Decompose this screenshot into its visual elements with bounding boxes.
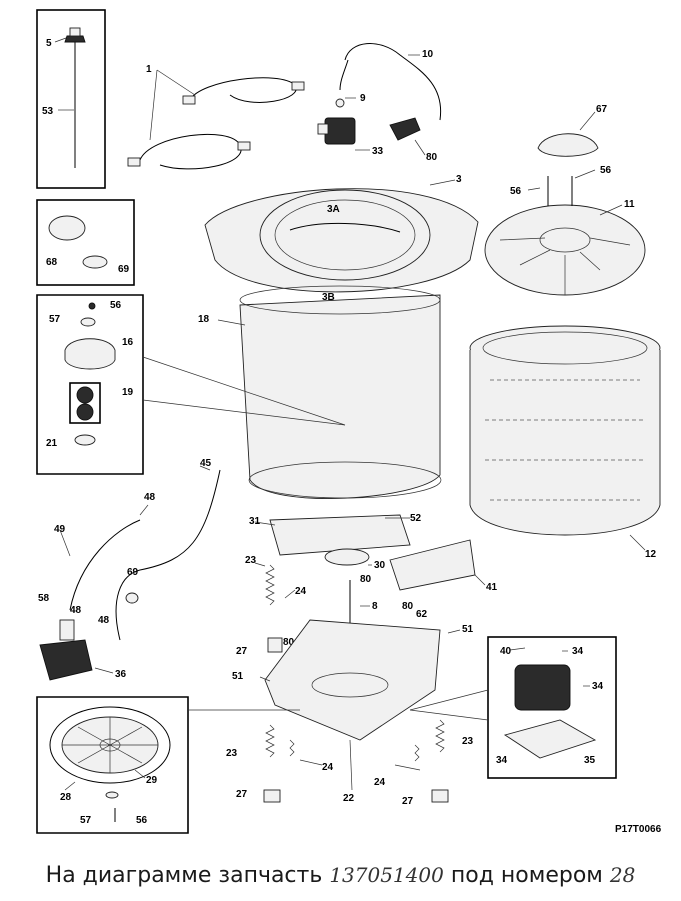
callout-3a: 3A <box>327 204 340 215</box>
pulley-part-29 <box>61 716 159 774</box>
callout-45: 45 <box>200 458 212 469</box>
callout-49: 49 <box>54 524 66 535</box>
callout-30: 30 <box>374 560 386 571</box>
callout-56-bearing: 56 <box>110 300 122 311</box>
callout-57-bearing: 57 <box>49 314 61 325</box>
inlet-hoses <box>127 77 305 170</box>
callout-56-hub-left: 56 <box>510 186 522 197</box>
callout-48-mid: 48 <box>70 605 82 616</box>
cap-67-part <box>537 133 599 157</box>
caption-prefix: На диаграмме запчасть <box>45 863 323 888</box>
callout-56-pulley: 56 <box>136 815 148 826</box>
callout-52: 52 <box>410 513 422 524</box>
callout-80-left: 80 <box>283 637 295 648</box>
outer-tub-part <box>239 285 442 499</box>
callout-24-lower-left: 24 <box>322 762 334 773</box>
callout-36: 36 <box>115 669 127 680</box>
callout-1: 1 <box>146 64 152 75</box>
callout-23-top: 23 <box>245 555 257 566</box>
callout-48-top: 48 <box>144 492 156 503</box>
callout-29: 29 <box>146 775 158 786</box>
callout-10: 10 <box>422 49 434 60</box>
callout-27-top: 27 <box>236 646 248 657</box>
water-valve-part <box>317 117 356 145</box>
callout-53: 53 <box>42 106 54 117</box>
callout-5: 5 <box>46 38 52 49</box>
tub-mount-part <box>269 514 411 556</box>
callout-80: 80 <box>426 152 438 163</box>
callout-33: 33 <box>372 146 384 157</box>
callout-69-hose: 69 <box>127 567 139 578</box>
callout-24-top: 24 <box>295 586 307 597</box>
callout-28: 28 <box>60 792 72 803</box>
pulley-30-part <box>324 548 370 566</box>
callout-35: 35 <box>584 755 596 766</box>
callout-62: 62 <box>416 609 428 620</box>
callout-16: 16 <box>122 337 134 348</box>
tub-cover-part <box>204 188 479 293</box>
callout-12: 12 <box>645 549 657 560</box>
callout-31: 31 <box>249 516 261 527</box>
callout-18: 18 <box>198 314 210 325</box>
callout-8: 8 <box>372 601 378 612</box>
callout-40: 40 <box>500 646 512 657</box>
callout-23-lower-right: 23 <box>462 736 474 747</box>
callout-57-pulley: 57 <box>80 815 92 826</box>
callout-34-bottom: 34 <box>496 755 508 766</box>
callout-56-hub-right: 56 <box>600 165 612 176</box>
agitator-hub-part <box>484 204 646 296</box>
exploded-parts-diagram: 5 53 1 10 9 33 80 68 69 3 3A 3B <box>36 9 662 835</box>
caption-item-number: 28 <box>609 863 636 887</box>
callout-68: 68 <box>46 257 58 268</box>
callout-21: 21 <box>46 438 58 449</box>
callout-69: 69 <box>118 264 130 275</box>
inset-seal-clamp <box>36 199 135 286</box>
callout-9: 9 <box>360 93 366 104</box>
callout-80-shaft: 80 <box>360 574 372 585</box>
belt-part-28 <box>49 706 171 784</box>
callout-51-right: 51 <box>462 624 474 635</box>
callout-24-lower-right: 24 <box>374 777 386 788</box>
callout-34-right: 34 <box>592 681 604 692</box>
tube-connector-part <box>389 117 421 141</box>
callout-3: 3 <box>456 174 462 185</box>
caption-part-number: 137051400 <box>329 863 444 887</box>
callout-19: 19 <box>122 387 134 398</box>
caption: На диаграмме запчасть 137051400 под номе… <box>0 850 681 900</box>
drain-pump-part <box>39 619 93 681</box>
callout-67: 67 <box>596 104 608 115</box>
caption-middle: под номером <box>450 863 603 888</box>
callout-58: 58 <box>38 593 50 604</box>
base-plate-part <box>264 619 441 741</box>
drive-motor-part <box>503 664 597 759</box>
callout-48-low: 48 <box>98 615 110 626</box>
callout-34-top: 34 <box>572 646 584 657</box>
bearing-housing-part <box>64 338 116 370</box>
cap-part <box>64 35 86 43</box>
callout-11: 11 <box>624 199 635 210</box>
callout-3b: 3B <box>322 292 335 303</box>
callout-41: 41 <box>486 582 498 593</box>
shield-41-part <box>389 539 476 591</box>
callout-27-lower-left: 27 <box>236 789 248 800</box>
inner-basket-part <box>469 325 661 536</box>
callout-80-right: 80 <box>402 601 414 612</box>
callout-27-lower-right: 27 <box>402 796 414 807</box>
callout-22: 22 <box>343 793 355 804</box>
diagram-code: P17T0066 <box>615 824 662 835</box>
callout-51-left: 51 <box>232 671 244 682</box>
callout-23-lower-left: 23 <box>226 748 238 759</box>
